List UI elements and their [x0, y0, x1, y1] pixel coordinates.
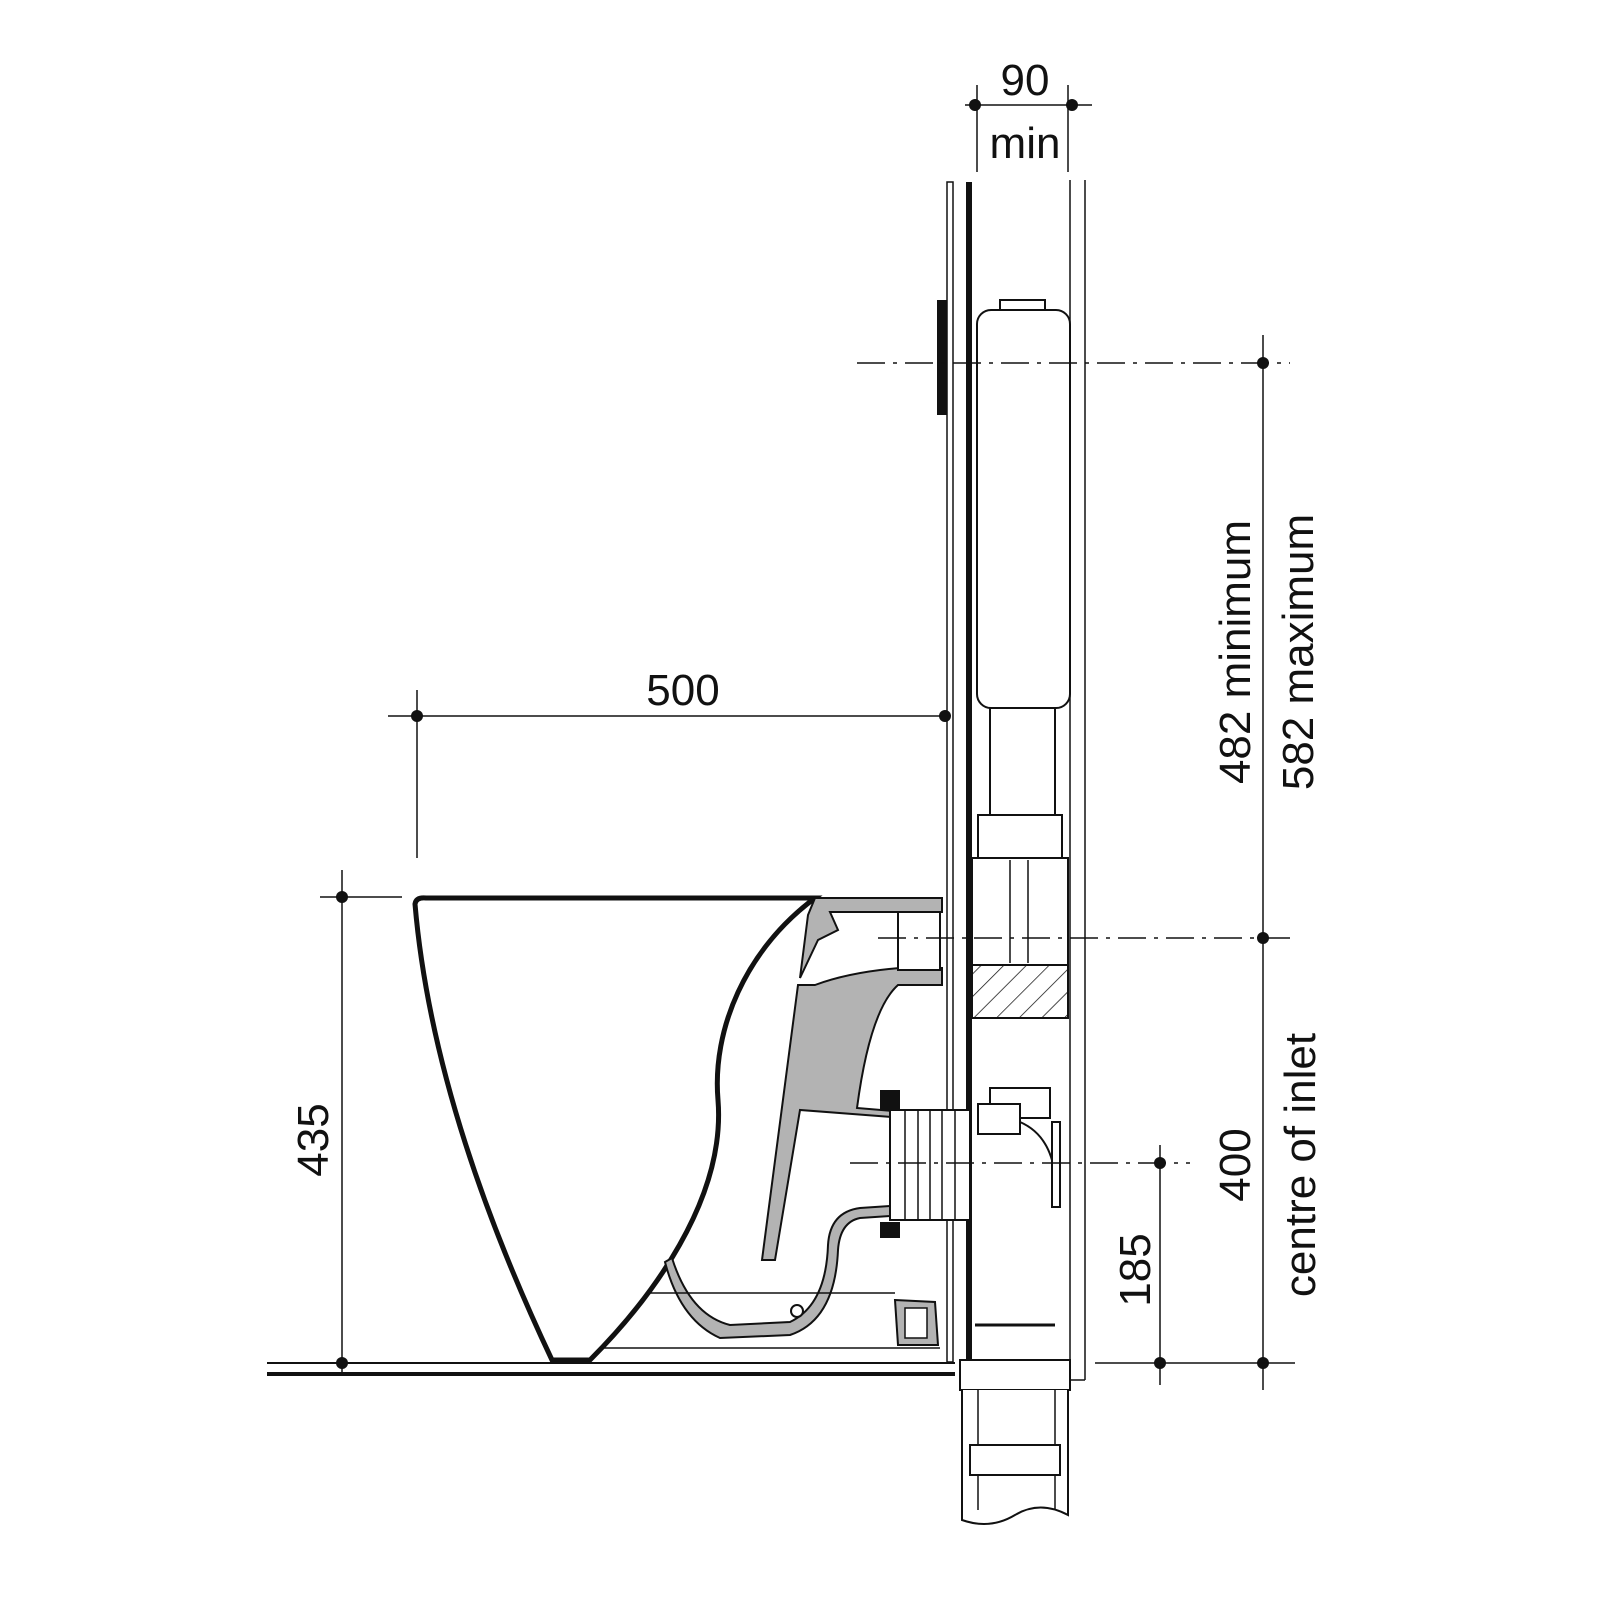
dimension-label: centre of inlet — [1276, 1033, 1325, 1297]
dimension-90-min: 90 min — [965, 56, 1092, 172]
dimension-min: 482 minimum — [1211, 520, 1260, 784]
waste-pipe — [959, 1323, 1071, 1525]
dimension-500: 500 — [388, 666, 951, 858]
flush-button-plate — [937, 300, 947, 415]
dimension-max: 582 maximum — [1274, 514, 1323, 790]
dimension-note: min — [990, 119, 1061, 168]
toilet-pan — [412, 895, 971, 1363]
dimension-400: 400 centre of inlet — [1211, 1033, 1325, 1297]
dimension-435: 435 — [289, 870, 402, 1372]
dimension-value: 185 — [1111, 1233, 1160, 1306]
dimension-185: 185 — [1111, 1145, 1166, 1385]
dimension-value: 500 — [646, 666, 719, 715]
dimension-value: 400 — [1211, 1128, 1260, 1201]
pan-connector — [889, 1109, 971, 1221]
dimension-value: 435 — [289, 1103, 338, 1176]
concealed-cistern — [971, 299, 1071, 1208]
dimension-value: 90 — [1001, 56, 1050, 105]
floor — [267, 1362, 955, 1376]
hatched-support — [971, 964, 1069, 1019]
dimension-button-height: 482 minimum 582 maximum — [1095, 335, 1323, 1390]
